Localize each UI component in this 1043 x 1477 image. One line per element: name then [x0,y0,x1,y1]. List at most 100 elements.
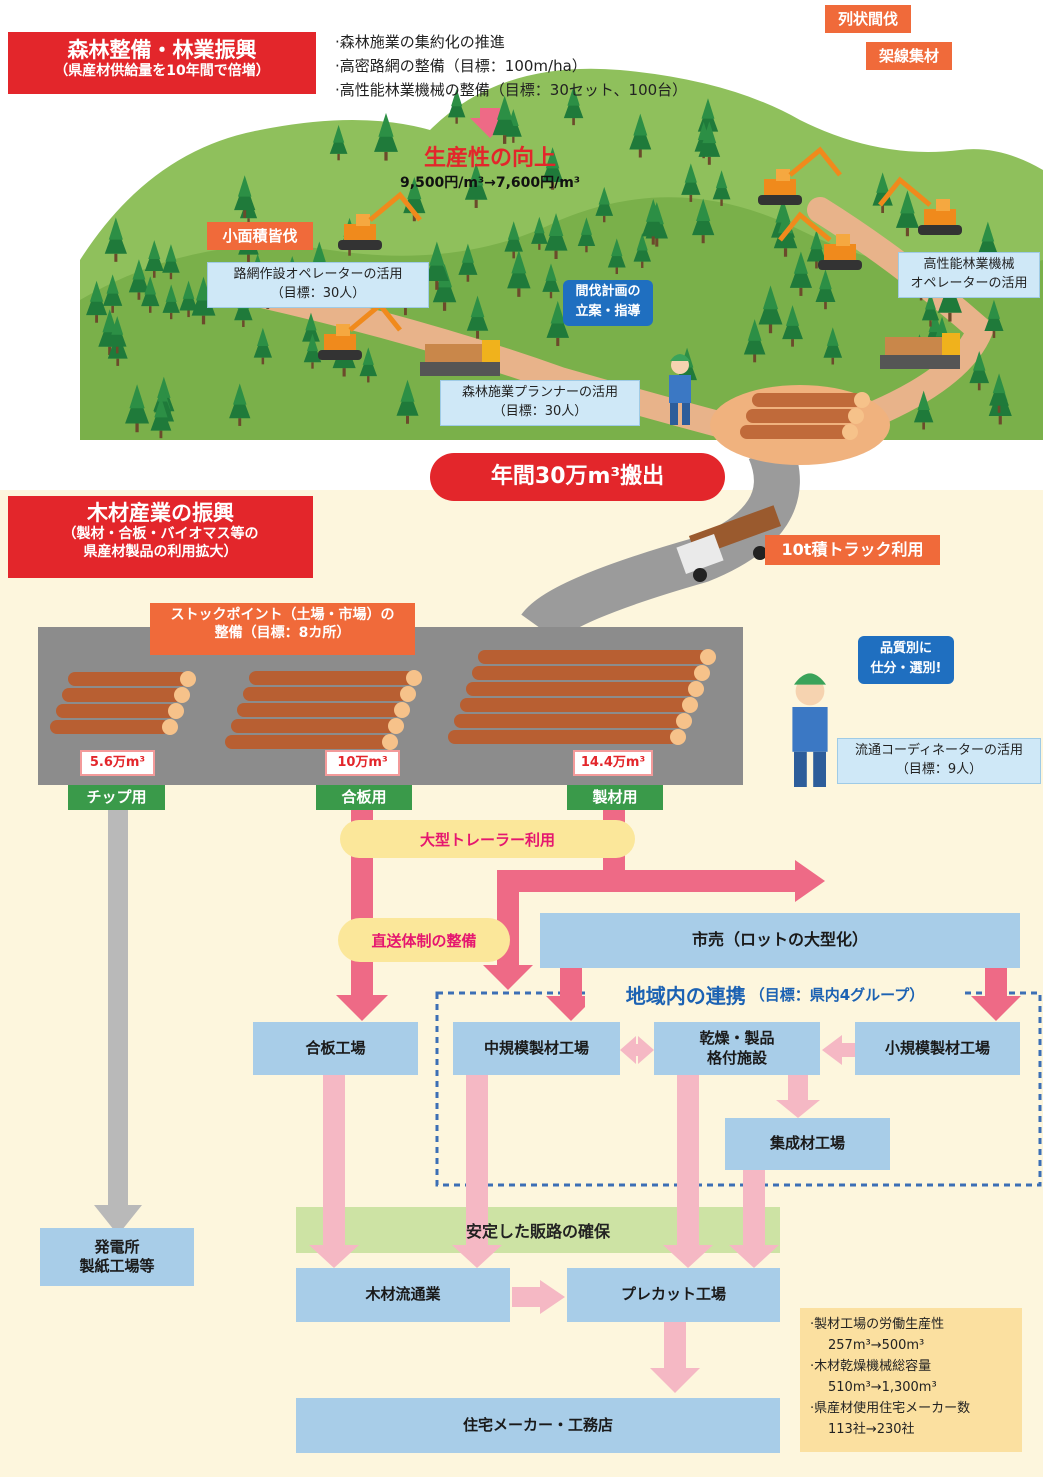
tree-icon [305,312,317,331]
excavator-icon [324,334,356,350]
tree-trunk [337,153,340,161]
road-operator-box: 路網作設オペレーターの活用 （目標：30人） [207,262,429,308]
dist-precut-arrow [540,1280,565,1314]
plywood-arrow-head [336,995,388,1021]
tree-icon [132,259,146,280]
log-pile-icon [478,650,708,664]
log-end [682,697,698,713]
tree-icon [981,221,995,242]
regional-title: 地域内の連携 [625,983,746,1008]
drying-line: 格付施設 [706,1048,767,1067]
power-line: 製紙工場等 [79,1257,155,1275]
log-end [382,734,398,750]
tree-trunk [768,324,773,334]
regional-title-block: 地域内の連携 （目標：県内4グループ） [585,980,965,1008]
tree-icon [429,241,445,266]
tree-trunk [905,227,909,237]
tree-icon [696,198,711,221]
tree-trunk [977,383,981,391]
coordinator-text: 流通コーディネーターの活用 [854,743,1024,758]
tree-trunk [135,423,139,433]
tree-icon [785,305,800,326]
tree-trunk [243,210,247,218]
tree-trunk [466,274,470,282]
annual-output-pill: 年間30万m³搬出 [430,453,725,501]
log-pile-icon [225,735,390,749]
excavator-cab [776,169,790,181]
plywood-factory-box: 合板工場 [253,1022,418,1075]
road-operator-target: （目標：30人） [270,285,366,301]
excavator-track [338,240,382,250]
coordinator-target: （目標：9人） [895,761,983,777]
excavator-icon [824,244,856,260]
bubble-line: 品質別に [879,641,932,656]
tree-icon [470,295,485,318]
tree-trunk [815,261,818,269]
tree-trunk [641,261,644,268]
tree-trunk [95,315,99,323]
tree-icon [148,240,161,259]
bullet-item: ·高性能林業機械の整備（目標：30セット、100台） [335,81,688,99]
quality-bubble: 品質別に 仕分・選別! [858,636,954,684]
tree-icon [826,327,839,346]
tree-trunk [242,320,245,327]
tree-icon [507,221,520,240]
log-load [885,337,945,355]
tree-trunk [554,250,558,259]
tree-icon [715,170,728,189]
tree-trunk [503,135,507,144]
tree-trunk [404,307,407,316]
coordinator-box: 流通コーディネーターの活用 （目標：9人） [837,738,1041,784]
log-end [394,702,410,718]
planner-target: （目標：30人） [492,403,588,419]
industry-subtitle: 県産材製品の利用拡大） [83,543,238,560]
tree-icon [819,269,832,290]
tree-trunk [201,315,206,325]
drying-line: 乾燥・製品 [699,1029,775,1047]
plywood-dist-arrow [309,1245,359,1268]
glulam-factory-box: 集成材工場 [725,1118,890,1170]
log-pile-icon [740,425,850,439]
tree-icon [810,230,823,250]
tree-icon [378,112,394,137]
tree-icon [925,292,936,310]
log-end [848,408,864,424]
log-pile-icon [460,698,690,712]
excavator-track [918,225,962,235]
tree-trunk [476,330,479,339]
helmet [794,673,826,685]
tree-icon [987,299,1001,319]
excavator-icon [764,179,796,195]
mid-drying-arrow [638,1036,654,1064]
log-end [676,713,692,729]
tree-trunk [998,416,1002,425]
worker-leg [670,403,678,425]
excavator-arm [778,211,832,242]
tree-icon [232,383,247,405]
worker-body [669,375,691,403]
excavator-track [758,195,802,205]
regional-target: （目標：県内4グループ） [749,985,925,1004]
ichiuri-box: 市売（ロットの大型化） [540,913,1020,968]
worker-leg [794,751,807,787]
tree-icon [645,198,661,222]
productivity-block: 生産性の向上 9,500円/m³→7,600円/m³ [380,140,600,192]
tree-icon [111,316,124,335]
glulam-precut-arrow [729,1245,779,1268]
productivity-title: 生産性の向上 [423,146,556,171]
log-pile-icon [62,688,182,702]
tag-kasen: 架線集材 [866,42,952,70]
tree-icon [182,280,195,299]
mid-dist-arrow [452,1245,502,1268]
tree-trunk [149,306,152,313]
precut-box: プレカット工場 [567,1268,780,1322]
tree-trunk [435,281,439,290]
tree-trunk [367,376,370,383]
stat-value: 510m³→1,300m³ [828,1380,937,1395]
volume-sawn: 14.4万m³ [573,750,653,776]
tree-icon [400,379,415,402]
tree-trunk [603,215,606,223]
tree-icon [992,373,1006,394]
bubble-line: 立案・指導 [575,303,641,319]
